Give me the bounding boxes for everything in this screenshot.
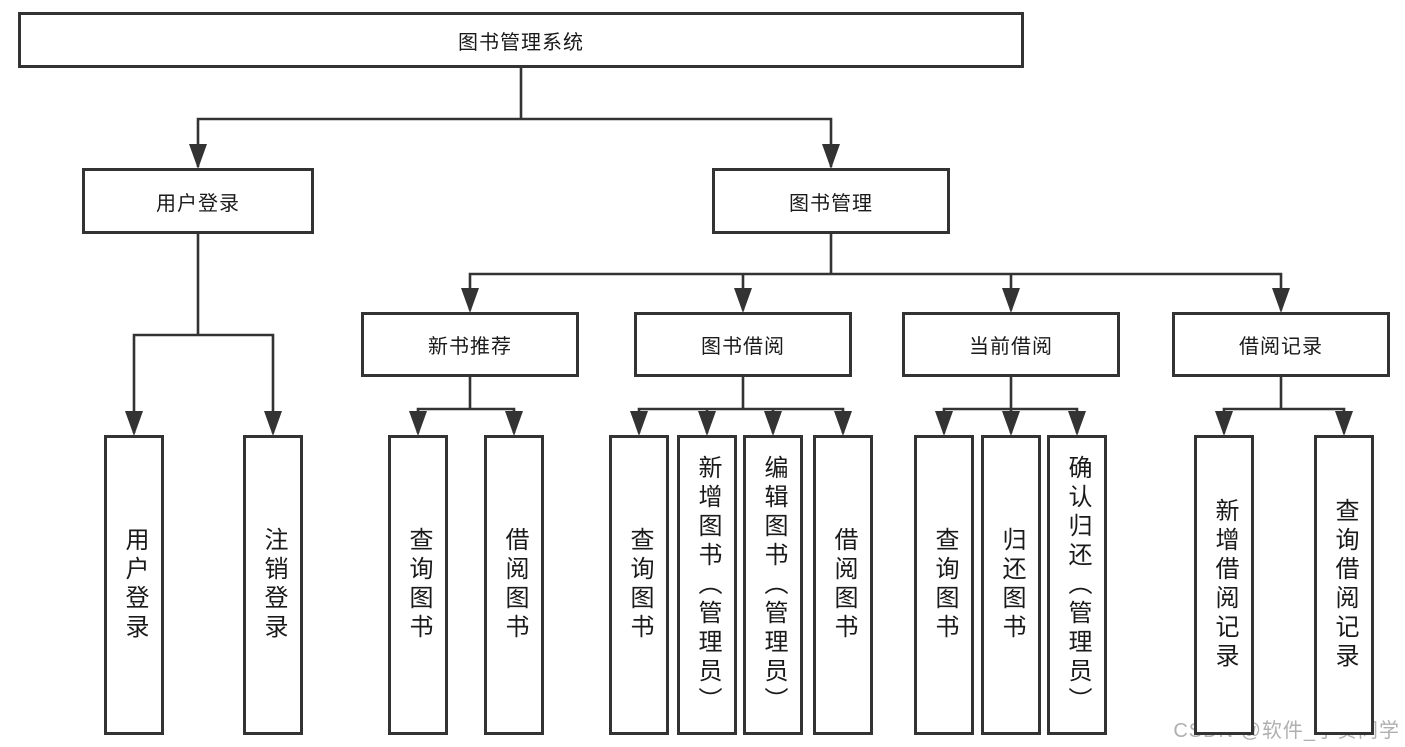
leaf-current-return-books: 归还图书 (981, 435, 1041, 735)
arrowheads (125, 144, 1353, 436)
arrowhead (935, 411, 953, 436)
arrowhead (189, 144, 207, 169)
arrowhead (1002, 411, 1020, 436)
arrowhead (764, 411, 782, 436)
arrowhead (1002, 288, 1020, 313)
arrowhead (822, 144, 840, 169)
node-book-borrow: 图书借阅 (634, 312, 852, 377)
leaf-user-login: 用户登录 (104, 435, 164, 735)
arrowhead (834, 411, 852, 436)
arrowhead (734, 288, 752, 313)
connector-line (196, 117, 833, 167)
connector-lines (132, 68, 1346, 433)
leaf-records-query-record: 查询借阅记录 (1314, 435, 1374, 735)
leaf-borrow-add-books-admin: 新增图书（管理员） (677, 435, 737, 735)
node-user-login: 用户登录 (82, 168, 314, 234)
leaf-newbook-query-books: 查询图书 (388, 435, 448, 735)
node-new-book-recommend: 新书推荐 (361, 312, 579, 377)
arrowhead (1272, 288, 1290, 313)
connector-line (637, 407, 845, 433)
arrowhead (461, 288, 479, 313)
arrowhead (264, 411, 282, 436)
leaf-logout: 注销登录 (243, 435, 303, 735)
arrowhead (630, 411, 648, 436)
arrowhead (125, 411, 143, 436)
arrowhead (1068, 411, 1086, 436)
node-book-management: 图书管理 (712, 168, 950, 234)
leaf-current-query-books: 查询图书 (914, 435, 974, 735)
leaf-newbook-borrow-books: 借阅图书 (484, 435, 544, 735)
leaf-current-confirm-return-admin: 确认归还（管理员） (1047, 435, 1107, 735)
node-root: 图书管理系统 (18, 12, 1024, 68)
connector-line (416, 407, 516, 433)
connector-line (1222, 407, 1346, 433)
leaf-borrow-edit-books-admin: 编辑图书（管理员） (743, 435, 803, 735)
connector-line (468, 272, 1283, 310)
arrowhead (505, 411, 523, 436)
arrowhead (1215, 411, 1233, 436)
arrowhead (409, 411, 427, 436)
arrowhead (698, 411, 716, 436)
leaf-borrow-query-books: 查询图书 (609, 435, 669, 735)
node-current-borrow: 当前借阅 (902, 312, 1120, 377)
leaf-records-add-record: 新增借阅记录 (1194, 435, 1254, 735)
leaf-borrow-borrow-books: 借阅图书 (813, 435, 873, 735)
arrowhead (1335, 411, 1353, 436)
node-borrow-records: 借阅记录 (1172, 312, 1390, 377)
connector-line (132, 333, 275, 433)
